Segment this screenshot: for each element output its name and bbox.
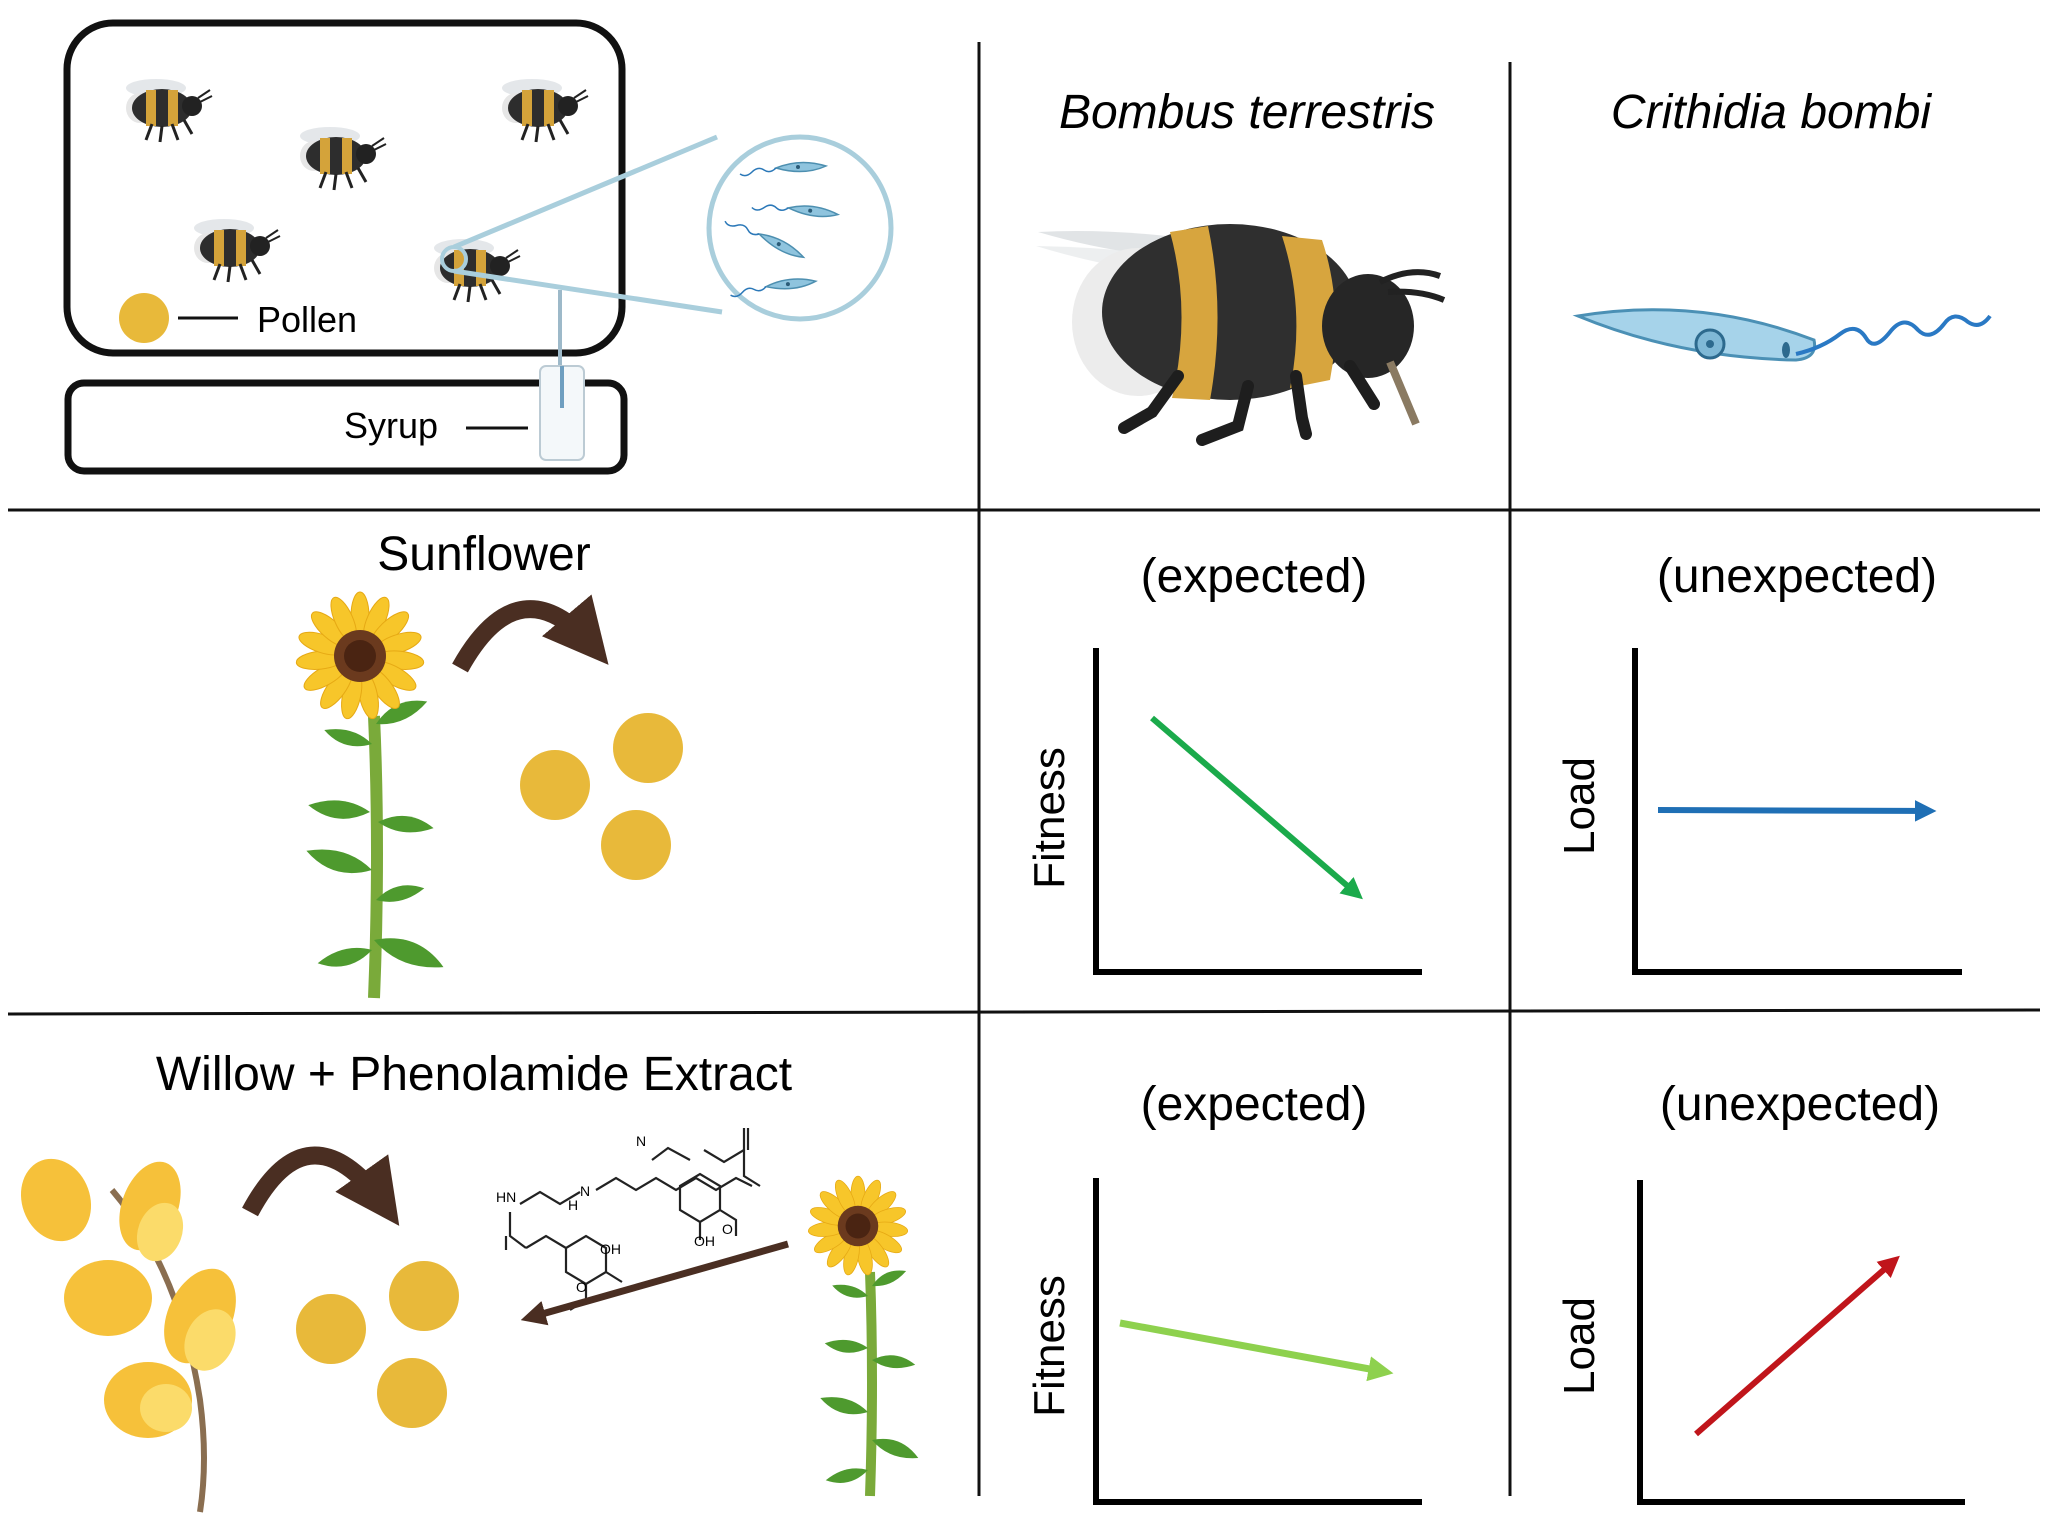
parasite-trend-arrow	[1657, 800, 1937, 822]
bee-trend-arrow	[1150, 715, 1363, 900]
pollen-icon	[601, 810, 671, 880]
molecule-label: N	[636, 1133, 646, 1149]
molecule-label: OH	[600, 1241, 621, 1257]
molecule-label: HN	[496, 1189, 516, 1205]
pollen-icon	[520, 750, 590, 820]
willow-row: Willow + Phenolamide Extract	[20, 1048, 1965, 1513]
sunflower-row: Sunflower (expected) Fitness (unexpected	[294, 528, 1962, 999]
sunflower-icon	[807, 1175, 922, 1497]
phenolamide-labels: HN N H N OH O OH O	[496, 1133, 733, 1295]
setup-diagram: Pollen Syrup	[63, 19, 894, 475]
bee-caption: (expected)	[1141, 1078, 1368, 1131]
phenolamide-structure	[504, 1128, 761, 1311]
pollen-icon	[119, 293, 169, 343]
bee-plot: Fitness	[1025, 1178, 1422, 1505]
curved-arrow	[242, 1146, 400, 1226]
pollen-icon	[377, 1358, 447, 1428]
pollen-icon	[296, 1294, 366, 1364]
bumblebee-icon	[1036, 224, 1446, 446]
syrup-label: Syrup	[344, 405, 438, 446]
willow-branch-icon	[20, 1158, 236, 1513]
curved-arrow	[452, 594, 609, 673]
feeder-box	[64, 379, 628, 475]
bee-plot: Fitness	[1025, 648, 1422, 975]
bee-column-title: Bombus terrestris	[1059, 86, 1435, 139]
parasite-axis-label: Load	[1555, 1297, 1604, 1395]
parasite-caption: (unexpected)	[1657, 550, 1937, 603]
bee-trend-arrow	[1119, 1319, 1394, 1382]
pollen-label: Pollen	[257, 299, 357, 340]
molecule-label: H	[568, 1197, 578, 1213]
trypanosomatid-icon	[1572, 308, 1992, 362]
panel-grid	[7, 42, 2041, 1496]
sunflower-row-title: Sunflower	[377, 528, 590, 581]
parasite-column-title: Crithidia bombi	[1611, 86, 1932, 139]
parasite-axis-label: Load	[1555, 757, 1604, 855]
willow-row-title: Willow + Phenolamide Extract	[156, 1048, 792, 1101]
molecule-label: N	[580, 1183, 590, 1199]
pollen-icon	[613, 713, 683, 783]
syrup-tube-icon	[539, 290, 585, 461]
parasite-plot: Load	[1555, 648, 1962, 975]
bee-axis-label: Fitness	[1025, 1275, 1074, 1417]
pollen-icon	[389, 1261, 459, 1331]
parasite-trend-arrow	[1694, 1255, 1900, 1437]
molecule-label: OH	[694, 1233, 715, 1249]
extract-arrow	[520, 1240, 789, 1326]
parasite-plot: Load	[1555, 1180, 1965, 1505]
magnifier-icon	[440, 134, 894, 322]
parasite-caption: (unexpected)	[1660, 1078, 1940, 1131]
molecule-label: O	[576, 1279, 587, 1295]
bee-axis-label: Fitness	[1025, 747, 1074, 889]
bee-caption: (expected)	[1141, 550, 1368, 603]
sunflower-icon	[294, 591, 448, 999]
molecule-label: O	[722, 1221, 733, 1237]
